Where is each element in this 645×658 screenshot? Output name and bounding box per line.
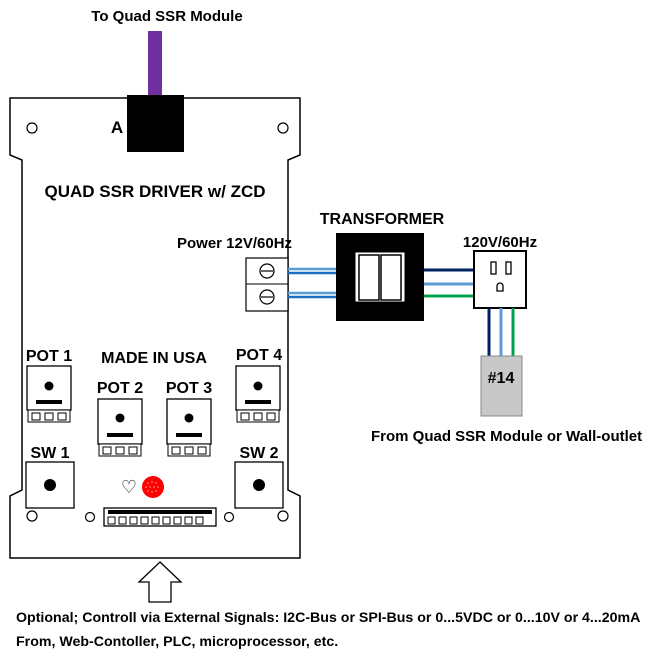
terminal-screw-2 xyxy=(259,289,275,305)
top-label: To Quad SSR Module xyxy=(91,8,242,25)
outlet-label: 120V/60Hz xyxy=(463,234,537,251)
wall-outlet xyxy=(473,250,527,309)
bottom-header-connector xyxy=(103,507,217,527)
mounting-hole-top-left xyxy=(26,122,38,134)
wire-14-label: #14 xyxy=(488,370,515,387)
heart-icon: ♡ xyxy=(121,477,137,498)
purple-cable xyxy=(148,31,162,99)
pot-3[interactable] xyxy=(166,398,212,457)
wire-14-box xyxy=(480,355,523,417)
footer-line-2: From, Web-Contoller, PLC, microprocessor… xyxy=(16,634,338,650)
mounting-hole-top-right xyxy=(277,122,289,134)
pot-4-label: POT 4 xyxy=(236,347,282,364)
input-arrow-icon xyxy=(137,561,183,603)
made-in-label: MADE IN USA xyxy=(101,350,207,367)
footer-line-1: Optional; Controll via External Signals:… xyxy=(16,610,640,626)
mounting-hole-bottom-left xyxy=(26,510,38,522)
sw-2-label: SW 2 xyxy=(239,445,278,462)
connector-a-label: A xyxy=(111,118,123,137)
transformer-label: TRANSFORMER xyxy=(320,211,445,228)
source-label: From Quad SSR Module or Wall-outlet xyxy=(371,428,642,445)
pot-2-label: POT 2 xyxy=(97,380,143,397)
pot-1[interactable] xyxy=(26,365,72,423)
terminal-screw-1 xyxy=(259,263,275,279)
pot-4[interactable] xyxy=(235,365,281,423)
led-indicator xyxy=(142,476,164,498)
connector-a xyxy=(127,95,184,152)
board-title: QUAD SSR DRIVER w/ ZCD xyxy=(44,182,265,201)
switch-2[interactable] xyxy=(234,461,284,509)
switch-1[interactable] xyxy=(25,461,75,509)
sw-1-label: SW 1 xyxy=(30,445,69,462)
led-texture xyxy=(145,481,159,493)
mounting-hole-bottom-right xyxy=(277,510,289,522)
pot-3-label: POT 3 xyxy=(166,380,212,397)
pot-1-label: POT 1 xyxy=(26,348,72,365)
header-hole-left xyxy=(84,511,96,523)
driver-board xyxy=(9,97,301,559)
pot-2[interactable] xyxy=(97,398,143,457)
power-label: Power 12V/60Hz xyxy=(177,235,292,252)
header-hole-right xyxy=(223,511,235,523)
